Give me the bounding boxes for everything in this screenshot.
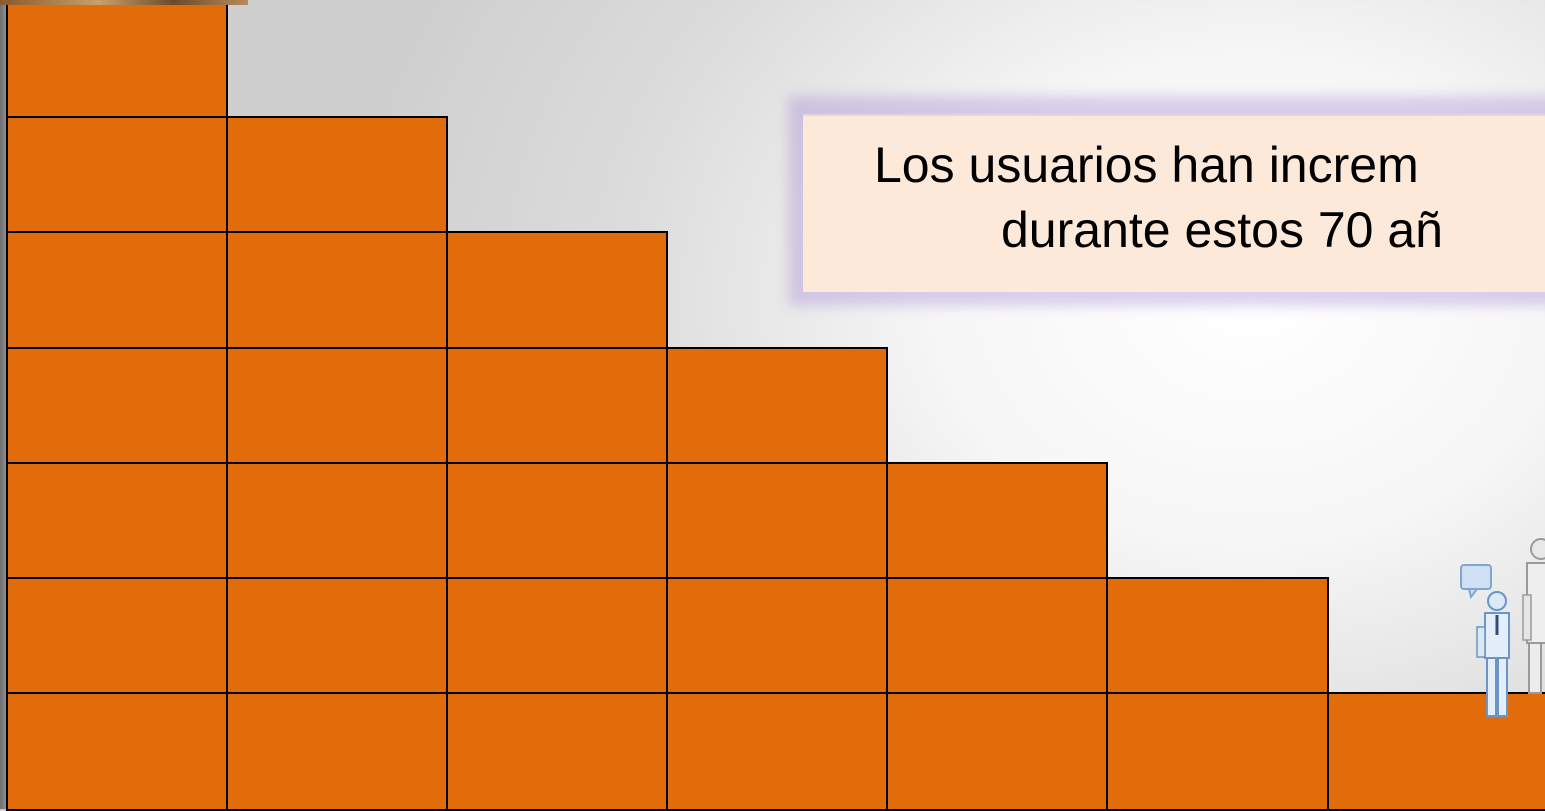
stair-block: [226, 577, 448, 694]
stair-block: [446, 577, 668, 694]
stair-block: [6, 116, 228, 233]
stair-block: [6, 231, 228, 349]
top-decoration-image: [0, 0, 248, 5]
callout-box: [803, 114, 1545, 292]
stair-block: [886, 462, 1108, 579]
stair-block: [446, 462, 668, 579]
people-chat-icon: [1460, 538, 1545, 717]
callout-text-line-1: Los usuarios han increm: [874, 137, 1419, 193]
stair-block: [226, 347, 448, 464]
stair-block: [886, 692, 1108, 811]
stair-block: [666, 462, 888, 579]
stair-block: [6, 462, 228, 579]
stair-block: [666, 577, 888, 694]
stair-block: [1327, 692, 1545, 811]
speech-bubble: [1460, 564, 1492, 590]
stair-block: [446, 347, 668, 464]
stair-block: [1106, 692, 1329, 811]
callout-text-line-2: durante estos 70 añ: [1001, 202, 1443, 258]
stair-block: [226, 692, 448, 811]
stair-block: [6, 577, 228, 694]
stair-block: [666, 347, 888, 464]
stair-block: [446, 692, 668, 811]
stair-block: [666, 692, 888, 811]
stair-block: [886, 577, 1108, 694]
stair-block: [6, 692, 228, 811]
stair-block: [226, 116, 448, 233]
stair-block: [226, 231, 448, 349]
stair-block: [6, 0, 228, 118]
stair-block: [1106, 577, 1329, 694]
stair-block: [226, 462, 448, 579]
stair-block: [6, 347, 228, 464]
slide-left-edge: [0, 0, 8, 809]
stair-block: [446, 231, 668, 349]
